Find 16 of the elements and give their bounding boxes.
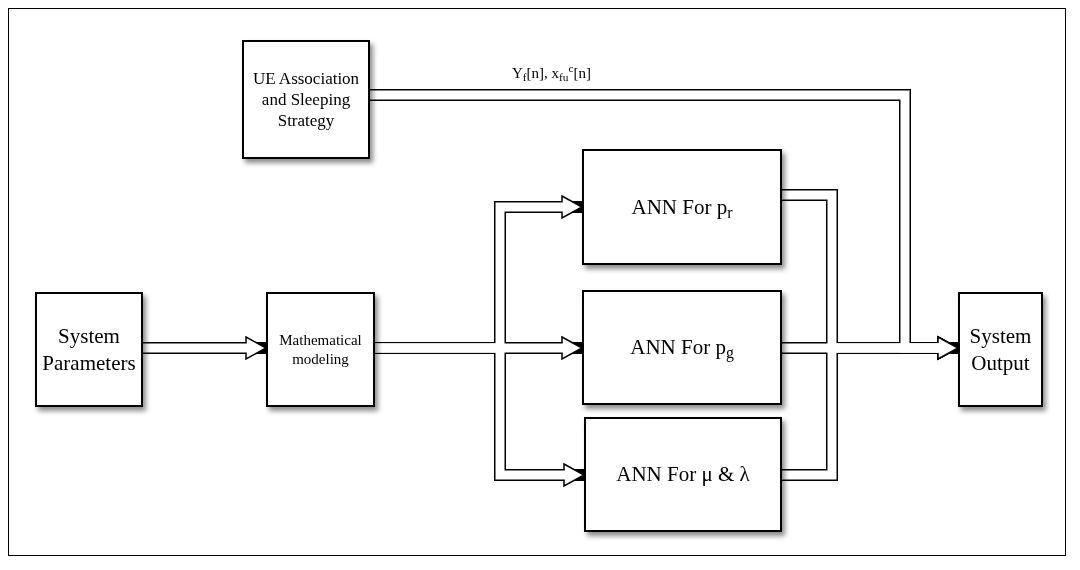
edge-label: Y$_{f}$[n], x$_{fu}$$^{c}$[n]	[510, 66, 593, 81]
process-box	[582, 290, 782, 405]
box-label: ANN For p$_{r}$	[631, 193, 733, 221]
process-box	[35, 292, 143, 407]
hollow-arrow	[143, 336, 267, 360]
process-box	[582, 149, 782, 265]
box-label: Mathematical modeling	[278, 330, 363, 369]
process-box	[242, 40, 370, 159]
box-label: System Parameters	[41, 323, 137, 376]
process-box	[584, 417, 782, 532]
box-label: System Output	[968, 323, 1033, 376]
box-label: UE Association and Sleeping Strategy	[251, 67, 361, 132]
box-label: ANN For μ & λ	[616, 461, 750, 488]
process-box	[266, 292, 375, 407]
process-box	[958, 292, 1043, 407]
box-label: ANN For p$_{g}$	[630, 334, 734, 361]
